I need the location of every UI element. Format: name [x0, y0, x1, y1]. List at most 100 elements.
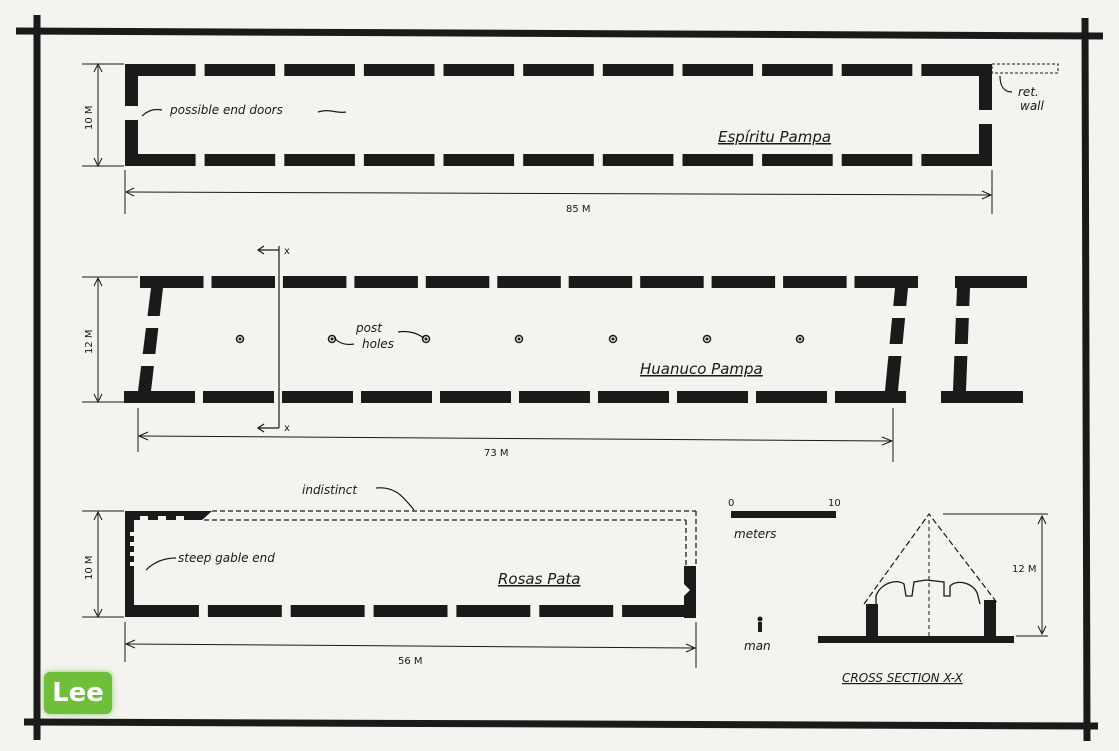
gable-wall-outline [875, 579, 981, 605]
post-hole-center [238, 337, 242, 341]
wall-segment [203, 391, 274, 403]
rosas-top-wall-gaps [140, 516, 184, 521]
annex-bottom-wall [941, 391, 1023, 403]
section-mark-top: x [284, 246, 290, 257]
wall-segment [361, 391, 432, 403]
retaining-wall-label: ret. [1018, 85, 1039, 99]
wall-segment [854, 276, 918, 288]
wall-segment [762, 64, 833, 76]
wall-segment [204, 64, 276, 76]
wall-segment [211, 276, 275, 288]
section-height-dimension [1016, 514, 1048, 637]
scale-bar-line [731, 511, 836, 518]
rosas-length-label: 56 M [398, 656, 423, 667]
wall-segment [523, 154, 594, 166]
post-holes [235, 334, 805, 344]
scale-start-label: 0 [728, 498, 734, 509]
wall-segment [756, 391, 827, 403]
door-note-leader [141, 108, 347, 117]
gable-ticks [130, 532, 134, 566]
rosas-height-dimension [82, 510, 124, 619]
post-hole-center [611, 337, 615, 341]
post-hole-center [330, 337, 334, 341]
section-height-label: 12 M [1012, 564, 1037, 575]
wall-segment [602, 154, 674, 166]
rosas-left-wall [125, 511, 134, 617]
wall-segment [456, 605, 531, 617]
scale-end-label: 10 [828, 498, 841, 509]
wall-segment [204, 154, 276, 166]
wall-segment [682, 154, 754, 166]
scale-unit-label: meters [734, 527, 776, 541]
wall-segment [140, 276, 204, 288]
espiritu-title: Espíritu Pampa [718, 128, 831, 146]
post-hole-center [517, 337, 521, 341]
espiritu-bottom-wall [125, 154, 992, 166]
wall-segment [640, 276, 704, 288]
huanuco-left-end-wall [138, 288, 163, 391]
espiritu-pampa-plan: possible end doors ret. wall Espíritu Pa… [82, 62, 1059, 215]
wall-segment [284, 64, 355, 76]
right-side-wall [984, 600, 996, 636]
post-hole [702, 334, 712, 344]
espiritu-right-wall-upper [979, 64, 992, 110]
wall-segment [207, 605, 282, 617]
wall-segment [677, 391, 748, 403]
espiritu-left-wall-lower [125, 120, 138, 166]
post-hole [514, 334, 524, 344]
wall-segment [835, 391, 906, 403]
wall-segment [598, 391, 669, 403]
wall-segment [921, 64, 992, 76]
huanuco-right-end-wall [885, 288, 908, 391]
retaining-wall-label-2: wall [1020, 99, 1045, 113]
post-hole-center [424, 337, 428, 341]
huanuco-top-wall [140, 276, 918, 288]
wall-segment [363, 64, 435, 76]
retaining-wall-leader [999, 75, 1013, 93]
wall-segment [762, 154, 833, 166]
huanuco-height-label: 12 M [84, 329, 95, 354]
rosas-bottom-wall [125, 605, 696, 617]
wall-segment [523, 64, 594, 76]
wall-segment [921, 154, 992, 166]
post-hole-center [798, 337, 802, 341]
wall-segment [282, 391, 353, 403]
wall-segment [783, 276, 847, 288]
post-note: post [355, 321, 383, 335]
huanuco-pampa-plan: post holes Huanuco Pampa x x 12 M 73 M [82, 245, 1027, 462]
post-hole-center [705, 337, 709, 341]
gable-note-leader [145, 557, 177, 571]
wall-segment [282, 276, 347, 288]
rosas-top-wall-fragment [125, 511, 212, 520]
rosas-pata-plan: indistinct steep gable end Rosas Pata 10… [82, 483, 697, 668]
annex-left-end-wall [953, 288, 970, 391]
post-note-2: holes [362, 337, 394, 351]
rosas-right-wall [684, 566, 696, 618]
cross-section-drawing: 12 M CROSS SECTION X-X [818, 512, 1048, 685]
wall-segment [497, 276, 561, 288]
indistinct-note: indistinct [302, 483, 358, 497]
author-badge: Lee [44, 672, 112, 714]
wall-segment [125, 605, 199, 617]
wall-segment [568, 276, 633, 288]
espiritu-right-wall-lower [979, 124, 992, 166]
left-side-wall [866, 604, 878, 636]
scale-bar: 0 10 meters [728, 498, 841, 541]
wall-segment [841, 154, 913, 166]
huanuco-height-dimension [82, 276, 138, 404]
post-hole [235, 334, 245, 344]
wall-segment [443, 154, 515, 166]
wall-segment [711, 276, 776, 288]
espiritu-left-wall-upper [125, 64, 138, 106]
door-note: possible end doors [169, 103, 283, 117]
huanuco-bottom-wall [124, 391, 906, 403]
wall-segment [363, 154, 435, 166]
espiritu-length-label: 85 M [566, 204, 591, 215]
wall-segment [841, 64, 913, 76]
indistinct-leader [375, 487, 415, 511]
wall-segment [602, 64, 674, 76]
wall-segment [425, 276, 490, 288]
wall-segment [125, 64, 196, 76]
wall-segment [539, 605, 614, 617]
